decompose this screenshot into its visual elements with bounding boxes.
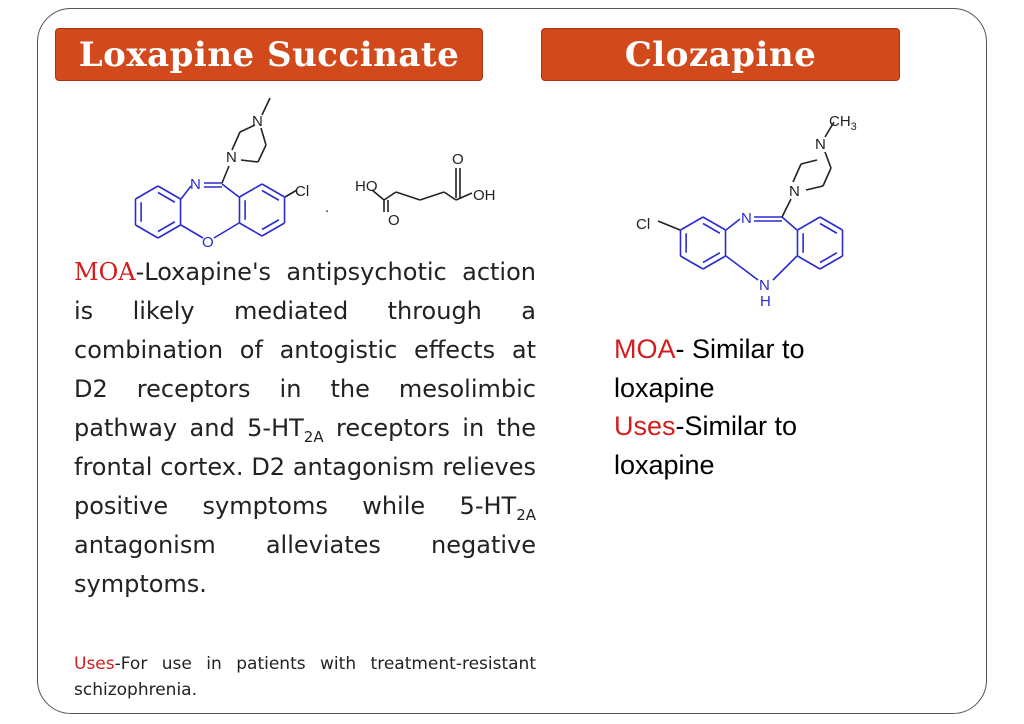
bond	[239, 183, 263, 198]
bond	[725, 218, 741, 231]
bond	[261, 222, 285, 237]
clz-cl: Cl	[636, 216, 650, 233]
bond	[371, 189, 385, 201]
bond	[180, 224, 204, 239]
bond	[157, 221, 176, 233]
bond	[819, 252, 838, 264]
bond	[240, 159, 259, 163]
moa-label: MOA	[74, 258, 136, 286]
bond	[819, 216, 843, 231]
clz-n-imine: N	[741, 210, 752, 227]
bond	[260, 127, 267, 146]
bond	[213, 222, 240, 239]
bond	[725, 255, 759, 281]
bond	[680, 216, 704, 231]
bond	[680, 255, 704, 270]
bond	[395, 191, 421, 201]
clozapine-text: MOA- Similar to loxapine Uses-Similar to…	[614, 330, 874, 484]
succ-o2: O	[452, 151, 464, 168]
dot: .	[325, 199, 329, 216]
bond	[702, 222, 721, 234]
bond	[221, 183, 240, 198]
bond	[239, 124, 256, 133]
uses-label: Uses	[74, 654, 115, 674]
clozapine-structure	[657, 121, 844, 281]
bond	[383, 191, 397, 201]
lox-n-imine: N	[190, 176, 201, 193]
bond	[261, 219, 280, 231]
bond	[781, 216, 798, 231]
loxapine-structure	[134, 97, 473, 239]
clz-n-pip1: N	[789, 183, 800, 200]
bond	[792, 163, 802, 183]
clz-ch3: CH3	[829, 113, 857, 133]
clozapine-uses: Uses-Similar to loxapine	[614, 411, 798, 480]
bond	[800, 159, 818, 165]
bond	[805, 185, 824, 191]
bond	[157, 191, 176, 203]
bond	[135, 185, 159, 200]
bond	[419, 191, 445, 201]
lox-o: O	[202, 234, 214, 251]
succ-ho: HO	[355, 178, 378, 195]
loxapine-title: Loxapine Succinate	[55, 28, 483, 81]
bond	[261, 183, 285, 198]
bond	[261, 189, 280, 201]
bond	[797, 255, 821, 270]
bond	[157, 185, 181, 200]
bond	[157, 224, 181, 239]
clz-nh-h: H	[760, 293, 771, 310]
bond	[284, 189, 298, 198]
lox-n-pip1: N	[226, 149, 237, 166]
succ-o1: O	[388, 212, 400, 229]
lox-n-pip2: N	[252, 113, 263, 130]
loxapine-moa-text: MOA-Loxapine's antipsychotic action is l…	[74, 258, 536, 598]
lox-cl: Cl	[295, 183, 309, 200]
bond	[257, 144, 267, 163]
bond	[657, 220, 681, 231]
bond	[702, 252, 721, 264]
bond	[797, 216, 821, 231]
bond	[824, 121, 835, 138]
bond	[702, 255, 726, 270]
clz-n-pip2: N	[815, 136, 826, 153]
loxapine-uses-text: Uses-For use in patients with treatment-…	[74, 654, 536, 700]
clozapine-title: Clozapine	[541, 28, 900, 81]
succ-oh: OH	[473, 187, 496, 204]
bond	[455, 192, 473, 201]
bond	[819, 222, 838, 234]
bond	[231, 131, 241, 151]
clozapine-moa: MOA- Similar to loxapine	[614, 334, 805, 403]
bond	[443, 191, 457, 201]
bond	[239, 222, 263, 237]
bond	[261, 97, 271, 116]
bond	[781, 198, 792, 218]
bond	[702, 216, 726, 231]
bond	[822, 167, 832, 187]
slide-frame	[37, 8, 987, 714]
clz-nh-n: N	[759, 277, 770, 294]
bond	[772, 255, 798, 281]
bond	[824, 151, 832, 169]
bond	[819, 255, 843, 270]
bond	[135, 224, 159, 239]
bond	[221, 165, 230, 184]
bond	[180, 185, 192, 200]
